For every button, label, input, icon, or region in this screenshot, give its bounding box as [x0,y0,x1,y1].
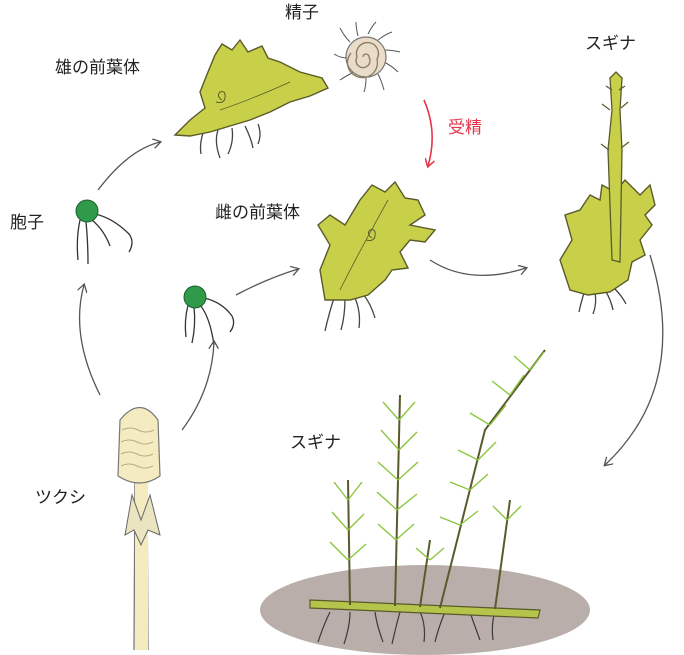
label-fertilization: 受精 [448,120,482,137]
young-sugina [560,72,655,314]
label-sperm: 精子 [285,5,319,22]
tsukushi [118,408,160,651]
label-sugina-top: スギナ [585,36,636,53]
label-spore: 胞子 [10,215,44,232]
female-prothallus [318,182,435,331]
spore-icon [76,200,132,264]
spore-icon [184,286,234,345]
fertilization-arrow [424,100,432,166]
label-male-prothallus: 雄の前葉体 [55,60,140,77]
male-prothallus [175,40,328,158]
label-tsukushi: ツクシ [35,490,86,507]
sperm-spiral-icon [334,22,400,92]
mature-sugina [260,350,590,655]
label-female-prothallus: 雌の前葉体 [215,205,300,222]
label-sugina-bottom: スギナ [290,435,341,452]
